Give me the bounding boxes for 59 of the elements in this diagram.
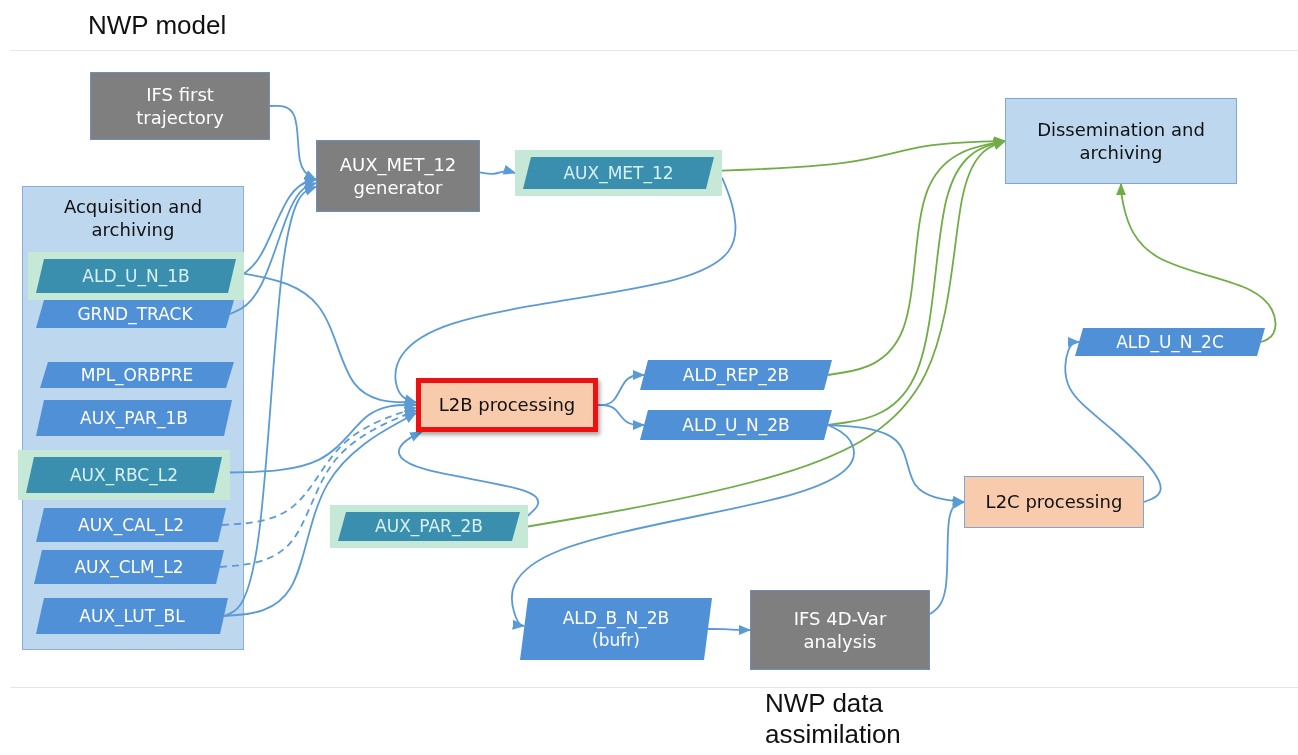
node-label: ALD_U_N_1B [81, 264, 191, 288]
node-label: AUX_PAR_1B [79, 406, 189, 430]
node-label: ALD_B_N_2B (bufr) [561, 606, 671, 652]
process-box [1005, 98, 1237, 184]
process-box [750, 590, 930, 670]
connector-arrow [479, 164, 517, 175]
connector-arrow [1064, 336, 1162, 503]
section-label: NWP model [88, 10, 228, 41]
connector-arrow [1115, 182, 1277, 343]
connector-arrow [394, 176, 737, 405]
node-label: AUX_RBC_L2 [68, 463, 180, 487]
node-label: L2B processing [437, 393, 577, 417]
node-label: AUX_LUT_BL [78, 604, 186, 628]
node-label: IFS 4D-Var analysis [792, 606, 888, 654]
node-label: L2C processing [984, 490, 1124, 514]
connector-arrow [219, 409, 418, 568]
node-label: AUX_CAL_L2 [77, 513, 185, 537]
data-parallelogram [36, 300, 234, 328]
data-parallelogram [36, 508, 226, 542]
node-label: MPL_ORBPRE [79, 363, 195, 387]
node-label: AUX_PAR_2B [374, 515, 484, 538]
node-label: ALD_REP_2B [681, 363, 791, 387]
data-parallelogram [36, 598, 228, 634]
node-label: AUX_MET_12 generator [338, 152, 458, 200]
connector-arrow [243, 176, 318, 275]
node-label: IFS first trajectory [135, 82, 225, 130]
process-box [316, 140, 480, 212]
connector-arrow [527, 140, 1007, 528]
data-parallelogram [34, 550, 224, 584]
data-parallelogram [1075, 328, 1265, 356]
data-parallelogram [330, 505, 528, 548]
process-box [90, 72, 270, 140]
group-title: Acquisition and archiving [62, 195, 204, 242]
connector-arrow [929, 498, 966, 615]
node-label: Dissemination and archiving [1036, 117, 1206, 165]
section-label: NWP data assimilation [765, 688, 902, 750]
connector-arrow [397, 431, 540, 517]
data-parallelogram [640, 410, 832, 440]
connector-arrow [221, 406, 418, 526]
node-label: GRND_TRACK [76, 302, 194, 326]
connector-arrow [707, 624, 752, 636]
data-parallelogram [36, 400, 232, 436]
node-label: AUX_CLM_L2 [73, 555, 185, 579]
node-label: ALD_U_N_2B [681, 413, 791, 437]
process-box [416, 378, 598, 432]
connector-arrow [269, 104, 318, 181]
data-parallelogram [640, 360, 832, 390]
node-label: ALD_U_N_2C [1115, 330, 1225, 354]
connector-arrow [223, 185, 318, 617]
node-label: AUX_MET_12 [562, 161, 675, 185]
connector-arrow [510, 424, 855, 630]
connector-arrow [223, 412, 418, 617]
connector-arrow [229, 181, 318, 315]
data-parallelogram [520, 598, 712, 660]
data-parallelogram [28, 252, 244, 300]
data-parallelogram [515, 150, 722, 196]
data-parallelogram [40, 362, 234, 388]
process-box [964, 476, 1144, 528]
data-parallelogram [18, 450, 230, 500]
